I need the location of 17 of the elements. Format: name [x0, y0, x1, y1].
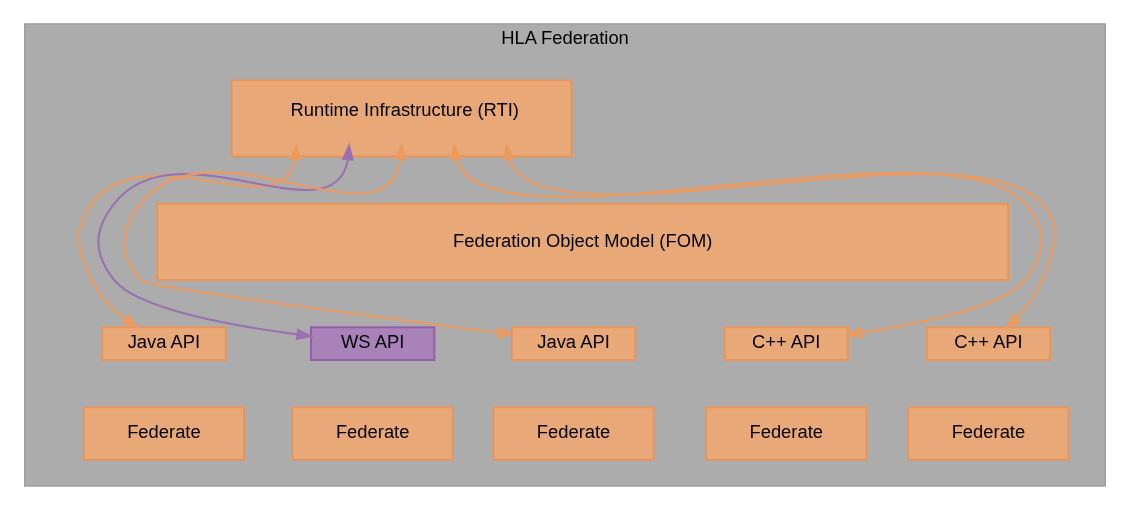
node-box: Federate [906, 406, 1069, 461]
arrow [77, 142, 301, 329]
node-box: Federation Object Model (FOM) [155, 202, 1009, 281]
arrow [96, 142, 354, 341]
node-box: Federate [704, 406, 867, 461]
node-box: C++ API [925, 326, 1051, 361]
arrow [502, 142, 1056, 330]
arrow [122, 142, 515, 339]
node-box: Java API [100, 326, 227, 361]
node-box: Federate [491, 406, 655, 461]
node-box: Federate [291, 406, 454, 461]
node-box: Java API [510, 326, 636, 361]
node-box: Federate [82, 406, 245, 461]
node-box: Runtime Infrastructure (RTI) [230, 79, 573, 158]
arrow [449, 142, 1042, 339]
node-box: C++ API [723, 326, 849, 361]
node-box: WS API [309, 326, 435, 361]
